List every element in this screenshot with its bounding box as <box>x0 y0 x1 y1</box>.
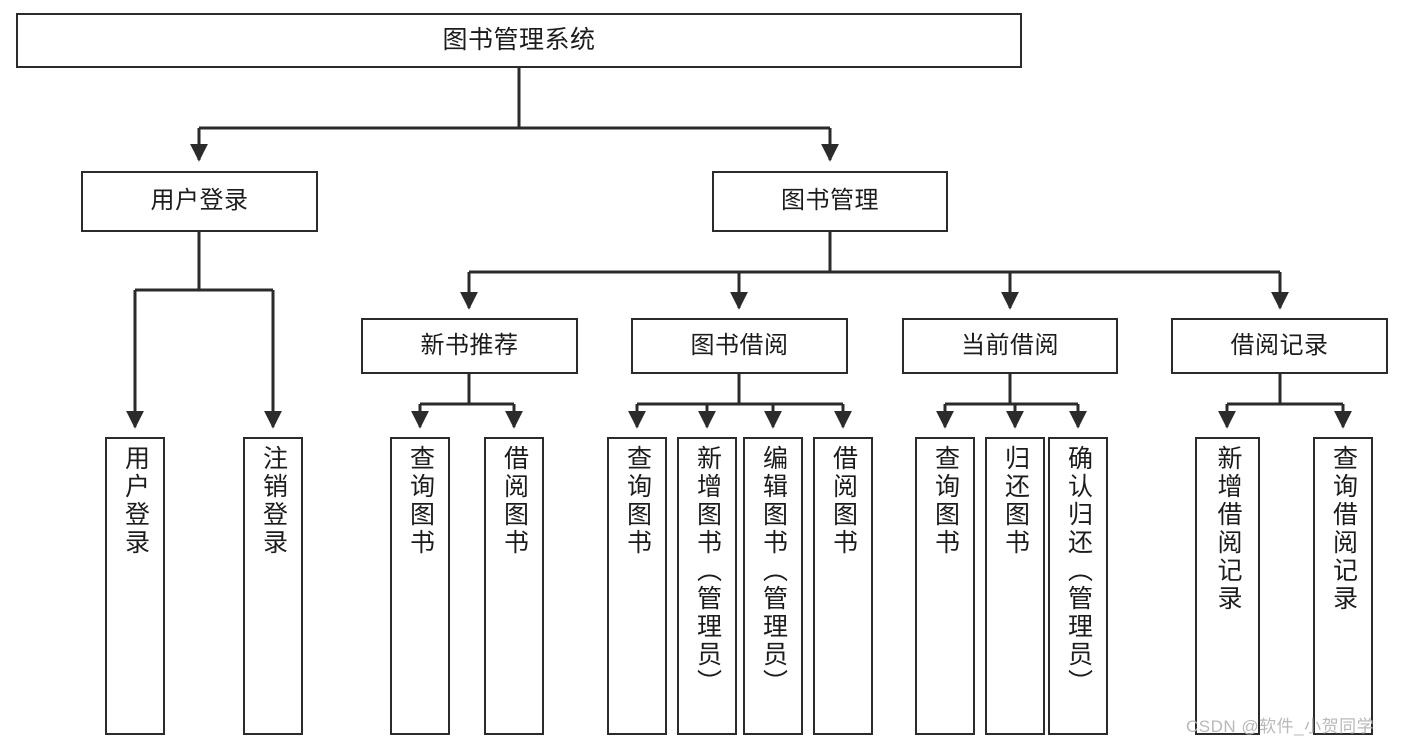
node-label: 当前借阅 <box>961 331 1059 359</box>
node-label: 图书管理系统 <box>442 25 596 54</box>
node-label: 用户登录 <box>150 187 249 215</box>
node-label: 新增图书（管理员） <box>693 445 722 697</box>
node-label: 新书推荐 <box>420 331 519 359</box>
leaf-user-login-logout[interactable]: 注销登录 <box>243 437 303 735</box>
node-label: 用户登录 <box>121 445 150 557</box>
leaf-book-borrow-query-book[interactable]: 查询图书 <box>607 437 667 735</box>
node-label: 查询借阅记录 <box>1329 445 1358 613</box>
node-root-book-management-system[interactable]: 图书管理系统 <box>16 13 1022 68</box>
node-label: 借阅图书 <box>829 445 858 557</box>
leaf-current-borrow-return-book[interactable]: 归还图书 <box>985 437 1045 735</box>
node-label: 编辑图书（管理员） <box>759 445 788 697</box>
node-label: 查询图书 <box>623 445 652 557</box>
node-label: 图书管理 <box>781 187 879 215</box>
leaf-borrow-record-query-record[interactable]: 查询借阅记录 <box>1313 437 1373 735</box>
node-label: 查询图书 <box>931 445 960 557</box>
leaf-new-book-borrow-book[interactable]: 借阅图书 <box>484 437 544 735</box>
leaf-user-login-login[interactable]: 用户登录 <box>105 437 165 735</box>
node-new-book-recommend[interactable]: 新书推荐 <box>361 318 578 374</box>
node-label: 借阅图书 <box>500 445 529 557</box>
node-label: 图书借阅 <box>690 331 789 359</box>
node-label: 归还图书 <box>1001 445 1030 557</box>
node-label: 新增借阅记录 <box>1214 445 1242 613</box>
leaf-current-borrow-query-book[interactable]: 查询图书 <box>915 437 975 735</box>
leaf-book-borrow-add-book-admin[interactable]: 新增图书（管理员） <box>677 437 737 735</box>
node-label: 确认归还（管理员） <box>1064 445 1093 697</box>
node-current-borrow[interactable]: 当前借阅 <box>902 318 1118 374</box>
leaf-borrow-record-add-record[interactable]: 新增借阅记录 <box>1195 437 1260 735</box>
node-label: 注销登录 <box>259 445 288 557</box>
leaf-new-book-query-book[interactable]: 查询图书 <box>390 437 450 735</box>
node-borrow-record[interactable]: 借阅记录 <box>1171 318 1388 374</box>
node-book-borrow[interactable]: 图书借阅 <box>631 318 848 374</box>
node-label: 查询图书 <box>406 445 435 557</box>
node-label: 借阅记录 <box>1230 331 1329 359</box>
leaf-book-borrow-edit-book-admin[interactable]: 编辑图书（管理员） <box>743 437 803 735</box>
node-user-login[interactable]: 用户登录 <box>81 171 318 232</box>
leaf-current-borrow-confirm-return-admin[interactable]: 确认归还（管理员） <box>1048 437 1108 735</box>
node-book-management[interactable]: 图书管理 <box>712 171 948 232</box>
leaf-book-borrow-borrow-book[interactable]: 借阅图书 <box>813 437 873 735</box>
